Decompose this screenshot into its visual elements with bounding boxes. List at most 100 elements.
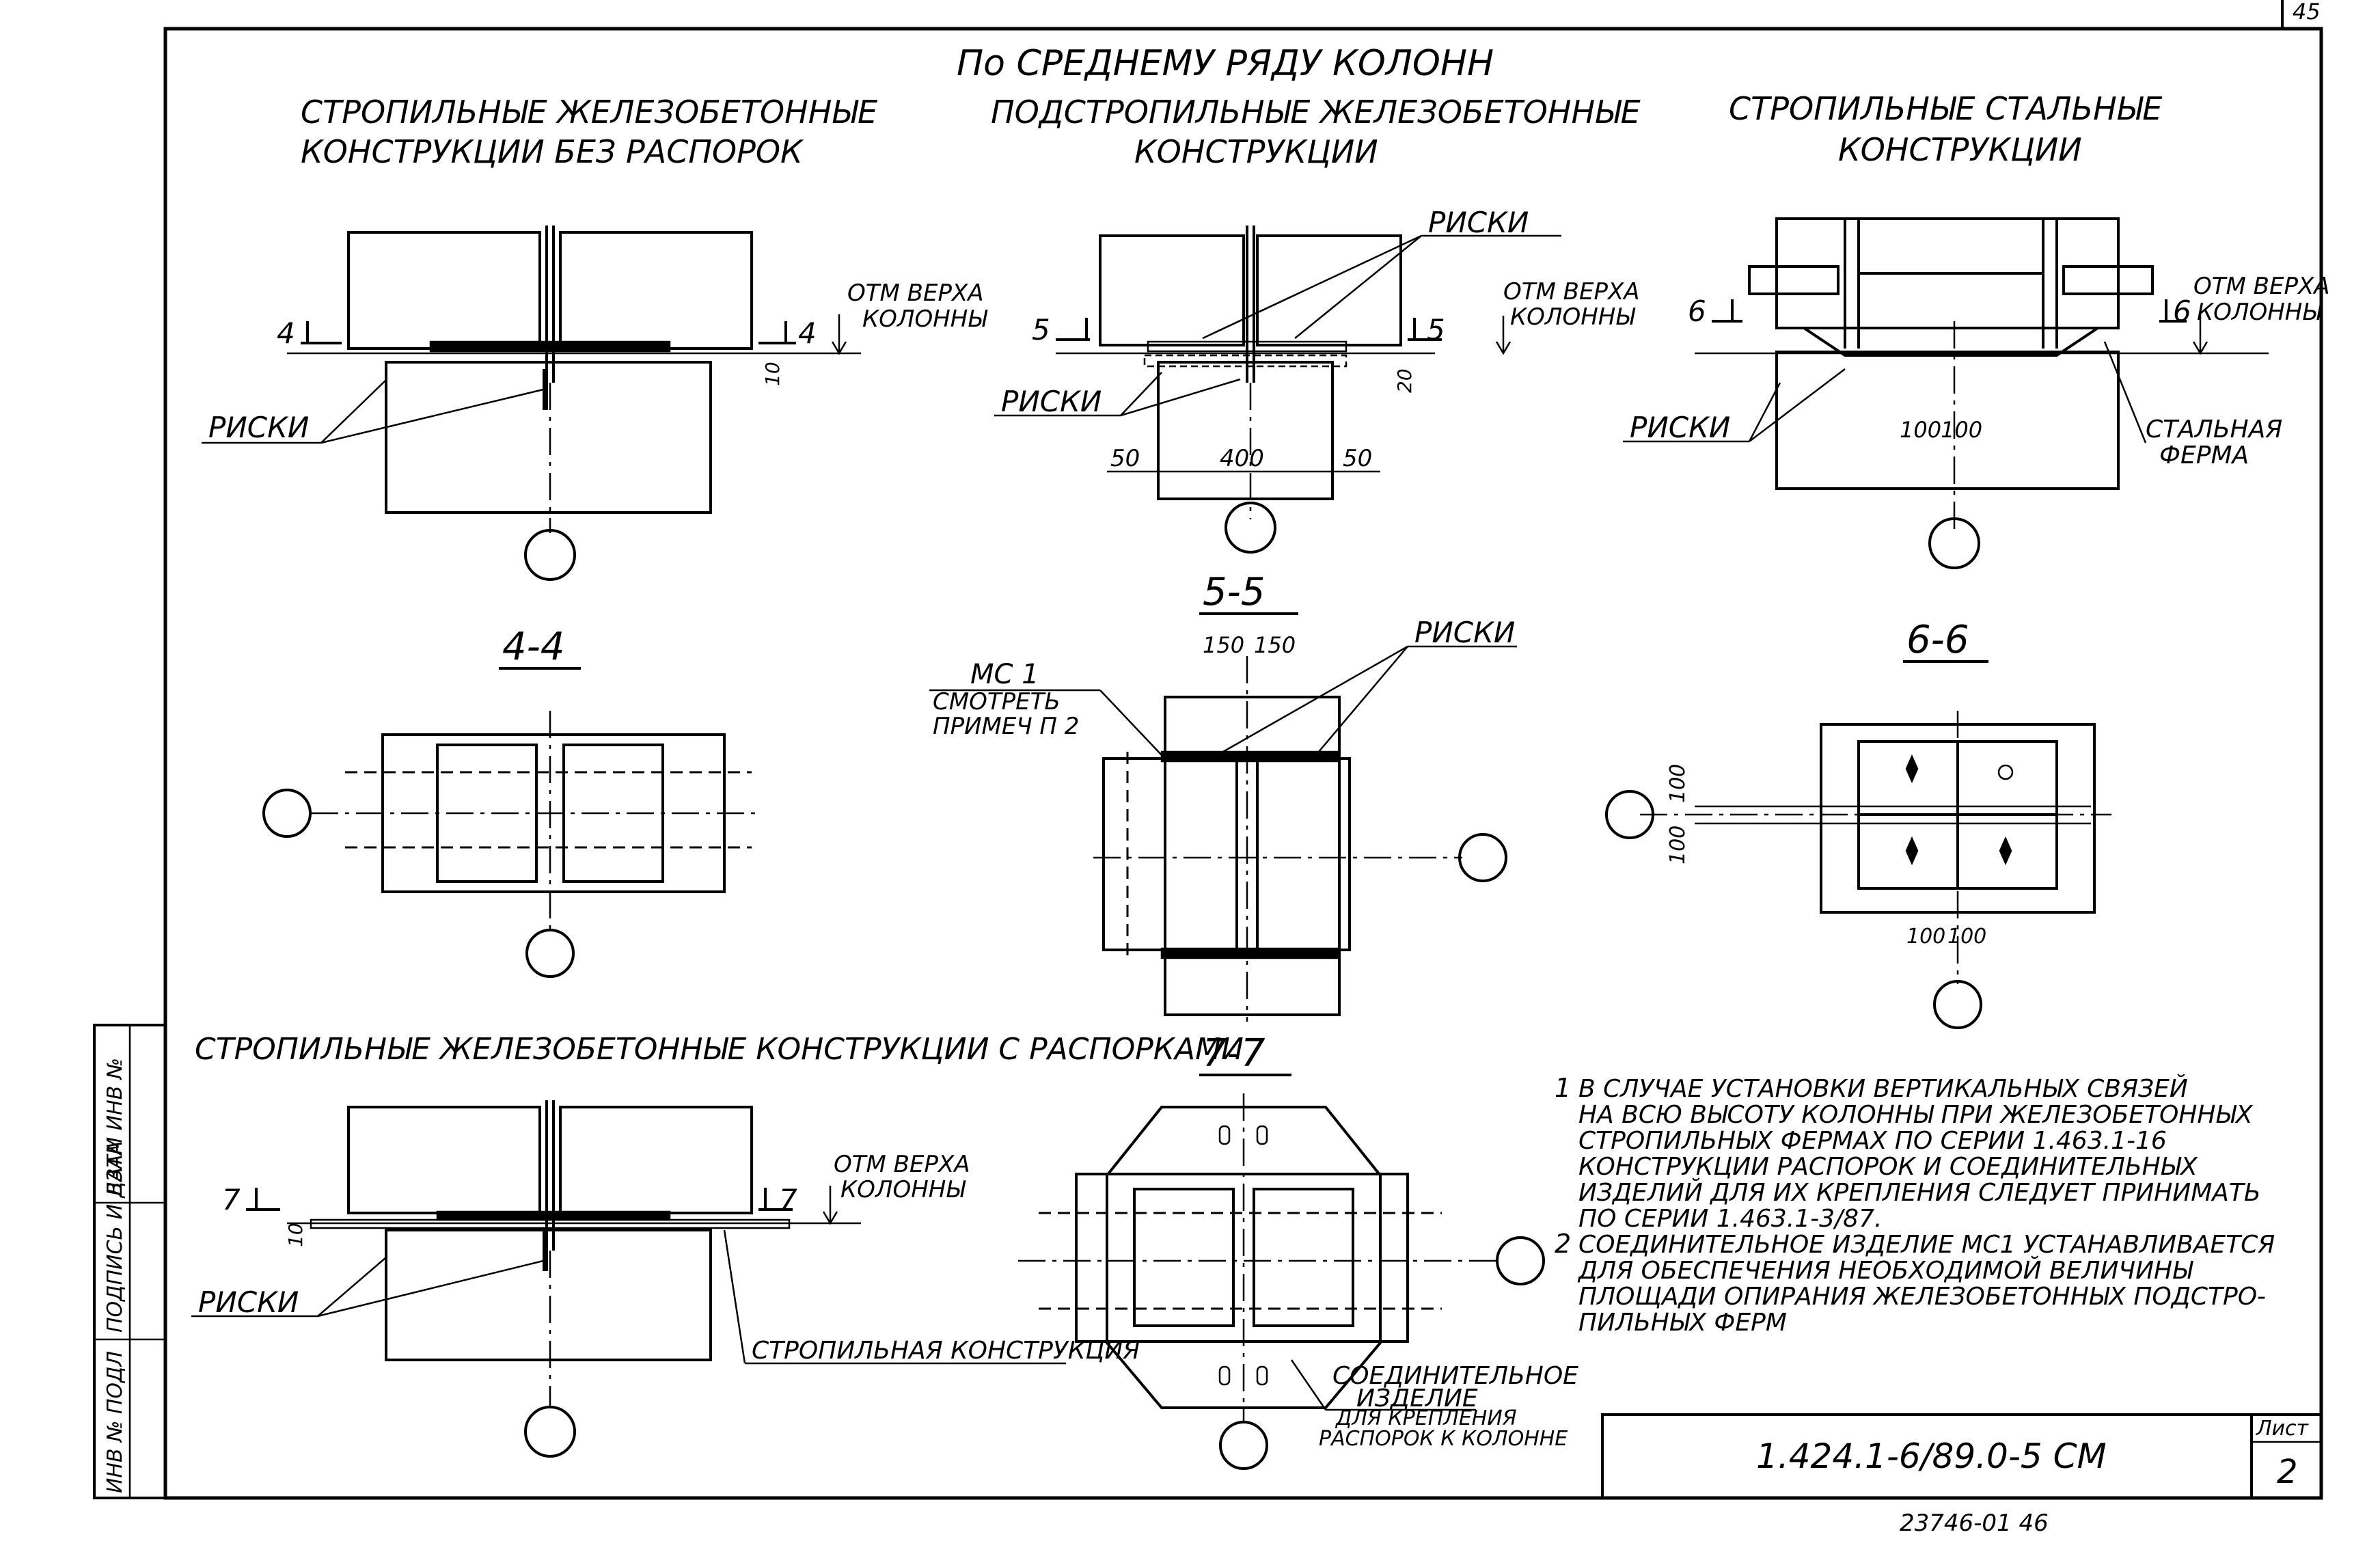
otm-4-line2: КОЛОННЫ bbox=[840, 1176, 966, 1203]
row3-title: СТРОПИЛЬНЫЕ ЖЕЛЕЗОБЕТОННЫЕ КОНСТРУКЦИИ С… bbox=[195, 1032, 1244, 1067]
see-note-2: ПРИМЕЧ П 2 bbox=[933, 713, 1079, 740]
mark-4-right: 4 bbox=[798, 316, 817, 350]
axis-circle-4-left bbox=[262, 789, 312, 838]
col1-title-2: КОНСТРУКЦИИ БЕЗ РАСПОРОК bbox=[301, 133, 804, 170]
otm-1-line2: КОЛОННЫ bbox=[862, 305, 988, 333]
note-2-num: 2 bbox=[1555, 1229, 1571, 1259]
dim-100-6-v2: 100 bbox=[1666, 826, 1690, 864]
connector-2: ИЗДЕЛИЕ bbox=[1356, 1385, 1478, 1413]
axis-circle-1 bbox=[524, 529, 576, 581]
col2-title-1: ПОДСТРОПИЛЬНЫЕ ЖЕЛЕЗОБЕТОННЫЕ bbox=[991, 94, 1641, 131]
side-stamp: ИНВ № ПОДЛ ПОДПИСЬ И ДАТА ВЗАМ ИНВ № bbox=[93, 1024, 167, 1499]
axis-circle-6-bottom bbox=[1933, 980, 1982, 1029]
section-5-5: 5-5 150 150 РИСКИ МС 1 СМОТРЕТЬ ПРИМЕЧ П… bbox=[929, 570, 1517, 1022]
mark-7-right: 7 bbox=[779, 1183, 797, 1216]
note-1-line-5: ИЗДЕЛИЙ ДЛЯ ИХ КРЕПЛЕНИЯ СЛЕДУЕТ ПРИНИМА… bbox=[1578, 1178, 2261, 1207]
riski-3: РИСКИ bbox=[1630, 411, 1730, 444]
axis-circle-2 bbox=[1225, 502, 1276, 554]
section-7-7-title: 7-7 bbox=[1203, 1031, 1266, 1076]
col1-title-1: СТРОПИЛЬНЫЕ ЖЕЛЕЗОБЕТОННЫЕ bbox=[301, 94, 877, 131]
side-stamp-inv-podl: ИНВ № ПОДЛ bbox=[103, 1351, 127, 1493]
riski-5-5: РИСКИ bbox=[1414, 616, 1515, 649]
col3-title-2: КОНСТРУКЦИИ bbox=[1838, 131, 2082, 168]
dim-10-2: 10 bbox=[284, 1223, 307, 1247]
section-7-7: 7-7 СОЕДИНИТЕЛЬНОЕ ИЗДЕЛИЕ ДЛЯ КРЕПЛЕНИЯ… bbox=[1018, 1031, 1578, 1470]
col3-title-1: СТРОПИЛЬНЫЕ СТАЛЬНЫЕ bbox=[1729, 90, 2162, 127]
corner-number: 45 bbox=[2293, 0, 2321, 25]
col2-title-2: КОНСТРУКЦИИ bbox=[1134, 133, 1378, 170]
mark-5-right: 5 bbox=[1427, 313, 1445, 346]
riski-2-bottom: РИСКИ bbox=[1001, 385, 1102, 418]
otm-3-line2: КОЛОННЫ bbox=[2197, 299, 2323, 326]
axis-circle-6-left bbox=[1605, 790, 1654, 839]
dim-150-1: 150 bbox=[1203, 632, 1244, 658]
note-1-line-6: ПО СЕРИИ 1.463.1-3/87. bbox=[1578, 1205, 1882, 1233]
sheet-frame bbox=[163, 27, 2323, 1500]
steel-truss-1: СТАЛЬНАЯ bbox=[2146, 415, 2282, 444]
section-5-5-title: 5-5 bbox=[1203, 570, 1265, 614]
note-2-line-4: ПИЛЬНЫХ ФЕРМ bbox=[1578, 1309, 1787, 1337]
dim-50-left: 50 bbox=[1110, 445, 1140, 472]
sheet-number: 2 bbox=[2277, 1453, 2298, 1491]
mark-5-left: 5 bbox=[1032, 313, 1050, 346]
note-1-line-4: КОНСТРУКЦИИ РАСПОРОК И СОЕДИНИТЕЛЬНЫХ bbox=[1578, 1153, 2198, 1181]
dim-100-6-h1: 100 bbox=[1906, 925, 1945, 949]
notes: 1 В СЛУЧАЕ УСТАНОВКИ ВЕРТИКАЛЬНЫХ СВЯЗЕЙ… bbox=[1555, 1073, 2275, 1337]
section-6-6: 6-6 100 100 100 100 bbox=[1605, 618, 2111, 1029]
section-4-4: 4-4 bbox=[262, 625, 758, 978]
dim-10-1: 10 bbox=[761, 362, 784, 386]
mc1-label: МС 1 bbox=[970, 659, 1039, 690]
note-1-line-2: НА ВСЮ ВЫСОТУ КОЛОННЫ ПРИ ЖЕЛЕЗОБЕТОННЫХ bbox=[1578, 1101, 2254, 1129]
dim-20: 20 bbox=[1393, 368, 1416, 393]
axis-circle-3 bbox=[1928, 517, 1980, 569]
mark-7-left: 7 bbox=[222, 1183, 241, 1216]
dim-150-2: 150 bbox=[1254, 632, 1296, 658]
see-note-1: СМОТРЕТЬ bbox=[933, 688, 1061, 715]
side-stamp-sign-date: ПОДПИСЬ И ДАТА bbox=[103, 1141, 127, 1333]
otm-3-line1: ОТМ ВЕРХА bbox=[2193, 273, 2330, 300]
section-6-6-title: 6-6 bbox=[1906, 618, 1969, 662]
axis-circle-7 bbox=[524, 1406, 576, 1458]
mark-6-right: 6 bbox=[2173, 295, 2191, 328]
mark-6-left: 6 bbox=[1688, 295, 1706, 328]
riski-1: РИСКИ bbox=[208, 411, 309, 444]
connector-1: СОЕДИНИТЕЛЬНОЕ bbox=[1332, 1362, 1578, 1390]
note-1-line-1: В СЛУЧАЕ УСТАНОВКИ ВЕРТИКАЛЬНЫХ СВЯЗЕЙ bbox=[1578, 1074, 2188, 1103]
otm-2-line1: ОТМ ВЕРХА bbox=[1503, 278, 1640, 305]
riski-4: РИСКИ bbox=[198, 1285, 299, 1319]
connector-4: РАСПОРОК К КОЛОННЕ bbox=[1319, 1427, 1568, 1451]
note-1-num: 1 bbox=[1555, 1073, 1571, 1103]
title-block: 1.424.1-6/89.0-5 СМ Лист 2 bbox=[1601, 1413, 2323, 1499]
note-2-line-3: ПЛОЩАДИ ОПИРАНИЯ ЖЕЛЕЗОБЕТОННЫХ ПОДСТРО- bbox=[1578, 1283, 2266, 1311]
note-2-line-2: ДЛЯ ОБЕСПЕЧЕНИЯ НЕОБХОДИМОЙ ВЕЛИЧИНЫ bbox=[1577, 1256, 2193, 1285]
archive-number: 23746-01 46 bbox=[1900, 1510, 2049, 1537]
dim-50-right: 50 bbox=[1343, 445, 1372, 472]
note-1-line-3: СТРОПИЛЬНЫХ ФЕРМАХ ПО СЕРИИ 1.463.1-16 bbox=[1578, 1127, 2167, 1155]
dim-400: 400 bbox=[1220, 445, 1264, 472]
riski-2-top: РИСКИ bbox=[1428, 206, 1529, 239]
axis-circle-7-bottom bbox=[1219, 1421, 1268, 1470]
otm-4-line1: ОТМ ВЕРХА bbox=[834, 1151, 970, 1178]
sheet-label: Лист bbox=[2256, 1417, 2310, 1441]
dim-100-top-2: 100 bbox=[1941, 417, 1982, 443]
detail-sub-rafter: 5 5 ОТМ ВЕРХА КОЛОННЫ 20 РИСКИ РИСКИ 50 … bbox=[994, 206, 1640, 554]
detail-no-struts: 4 4 ОТМ ВЕРХА КОЛОННЫ 10 РИСКИ bbox=[202, 226, 988, 581]
dim-100-6-h2: 100 bbox=[1947, 925, 1986, 949]
note-2-line-1: СОЕДИНИТЕЛЬНОЕ ИЗДЕЛИЕ МС1 УСТАНАВЛИВАЕТ… bbox=[1578, 1231, 2275, 1259]
axis-circle-4-bottom bbox=[525, 929, 575, 978]
main-title: По СРЕДНЕМУ РЯДУ КОЛОНН bbox=[957, 43, 1494, 84]
detail-steel-rafter: 6 6 ОТМ ВЕРХА КОЛОННЫ РИСКИ 100 100 СТАЛ… bbox=[1623, 217, 2330, 569]
otm-1-line1: ОТМ ВЕРХА bbox=[847, 280, 984, 307]
stamp-code: 1.424.1-6/89.0-5 СМ bbox=[1756, 1436, 2107, 1476]
section-4-4-title: 4-4 bbox=[502, 625, 564, 669]
side-stamp-vzam-inv: ВЗАМ ИНВ № bbox=[103, 1058, 127, 1196]
otm-2-line2: КОЛОННЫ bbox=[1510, 303, 1636, 331]
axis-circle-5-right bbox=[1458, 833, 1507, 882]
axis-circle-7-right bbox=[1496, 1236, 1545, 1285]
dim-100-6-v1: 100 bbox=[1666, 764, 1690, 803]
detail-with-struts: 7 7 ОТМ ВЕРХА КОЛОННЫ 10 РИСКИ СТРОПИЛЬН… bbox=[191, 1100, 1140, 1458]
mark-4-left: 4 bbox=[277, 316, 295, 350]
dim-100-top-1: 100 bbox=[1900, 417, 1941, 443]
steel-truss-2: ФЕРМА bbox=[2159, 441, 2249, 469]
